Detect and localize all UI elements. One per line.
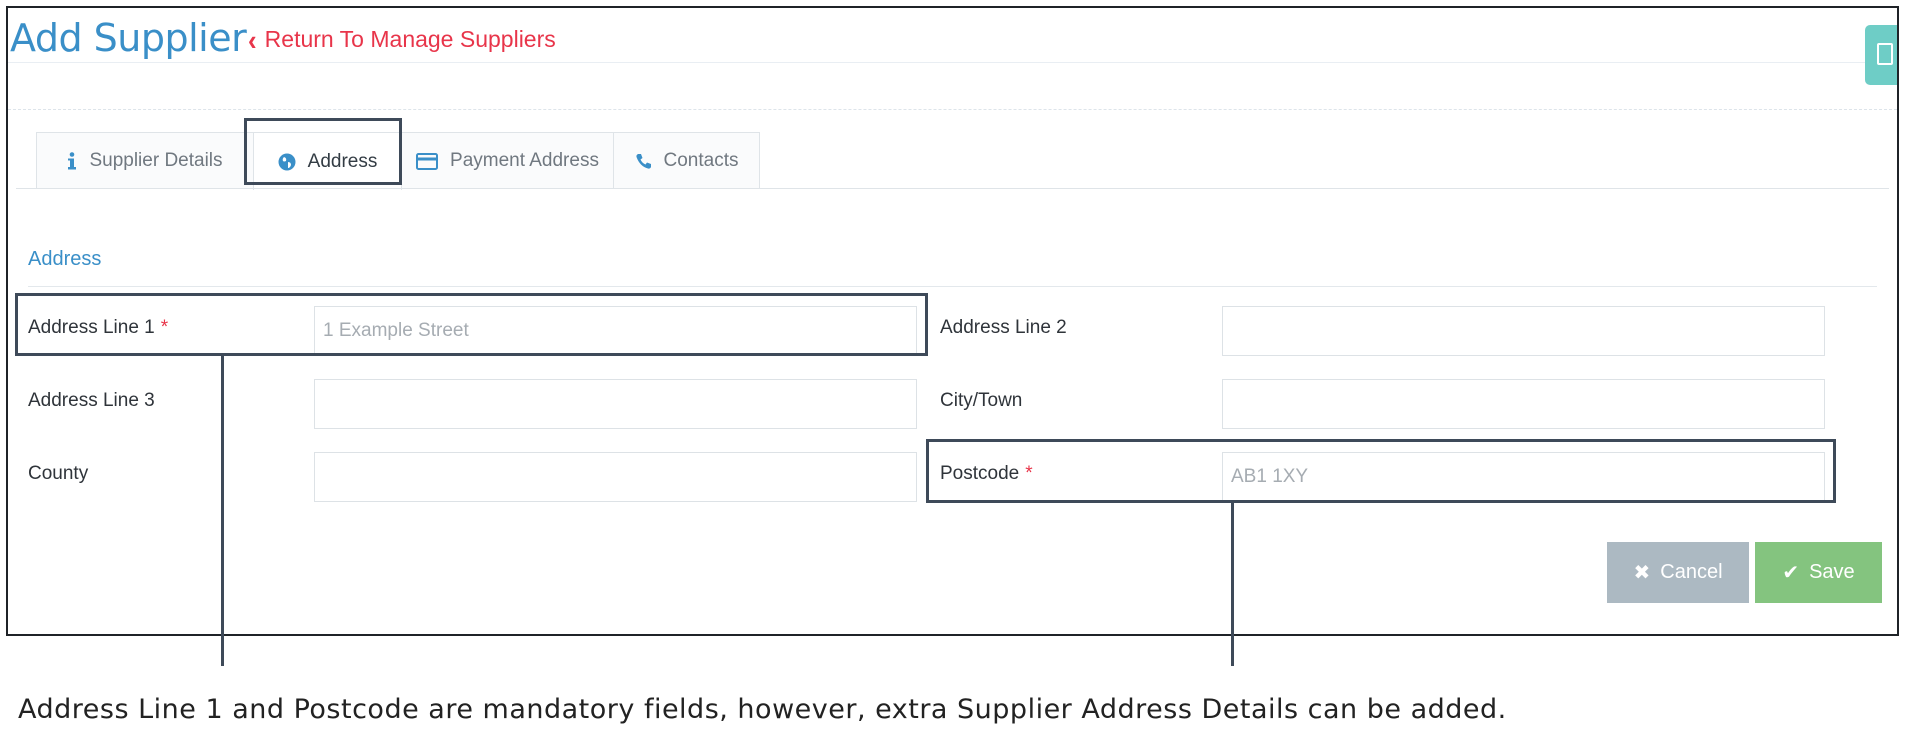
city-town-label: City/Town [940, 390, 1023, 411]
check-icon: ✔ [1782, 562, 1800, 584]
address-tab-highlight [244, 118, 402, 185]
phone-icon [635, 153, 652, 170]
address-line-2-input[interactable] [1222, 306, 1825, 356]
address-line-1-label: Address Line 1* [28, 317, 168, 339]
tab-supplier-details-label: Supplier Details [89, 150, 223, 171]
header-divider [8, 62, 1897, 63]
close-icon: ✖ [1633, 562, 1651, 584]
tab-address[interactable]: Address [253, 132, 402, 190]
callout-connector-line [221, 354, 224, 666]
export-icon [1877, 43, 1893, 65]
save-button[interactable]: ✔ Save [1755, 542, 1882, 603]
postcode-label: Postcode* [940, 463, 1033, 485]
cancel-button-label: Cancel [1660, 561, 1723, 583]
export-button[interactable] [1865, 25, 1897, 85]
tab-address-label: Address [307, 150, 378, 172]
postcode-label-text: Postcode [940, 463, 1020, 484]
tab-supplier-details[interactable]: Supplier Details [36, 132, 254, 189]
callout-connector-line [1231, 501, 1234, 666]
dashed-divider [8, 109, 1897, 110]
section-divider [28, 286, 1877, 287]
page-title: Add Supplier [10, 16, 247, 60]
credit-card-icon [416, 152, 439, 170]
address-line-2-label: Address Line 2 [940, 317, 1067, 338]
county-label: County [28, 463, 89, 484]
required-marker: * [160, 317, 169, 338]
section-title: Address [28, 248, 102, 270]
tab-contacts[interactable]: Contacts [613, 132, 760, 189]
chevron-left-icon: ‹ [248, 23, 257, 56]
required-marker: * [1025, 463, 1033, 484]
annotation-note: Address Line 1 and Postcode are mandator… [18, 694, 1507, 725]
cancel-button[interactable]: ✖ Cancel [1607, 542, 1749, 603]
county-input[interactable] [314, 452, 917, 502]
tab-bar: Supplier Details Address Payment Address… [36, 132, 760, 190]
return-to-manage-suppliers-link[interactable]: ‹ Return To Manage Suppliers [248, 23, 556, 56]
postcode-highlight [926, 439, 1836, 503]
globe-icon [278, 153, 296, 171]
tab-contacts-label: Contacts [663, 150, 739, 171]
address-line-1-highlight [15, 293, 928, 356]
info-icon [67, 152, 77, 170]
city-town-input[interactable] [1222, 379, 1825, 429]
tab-content-border [16, 188, 1889, 189]
save-button-label: Save [1809, 561, 1855, 583]
address-line-1-label-text: Address Line 1 [28, 317, 155, 338]
address-line-1-input[interactable] [314, 306, 917, 356]
return-link-label: Return To Manage Suppliers [264, 26, 556, 52]
tab-payment-address-label: Payment Address [450, 150, 599, 171]
application-window: Add Supplier ‹ Return To Manage Supplier… [6, 6, 1899, 636]
tab-payment-address[interactable]: Payment Address [401, 132, 614, 189]
address-line-3-input[interactable] [314, 379, 917, 429]
postcode-input[interactable] [1222, 452, 1825, 502]
address-line-3-label: Address Line 3 [28, 390, 155, 411]
